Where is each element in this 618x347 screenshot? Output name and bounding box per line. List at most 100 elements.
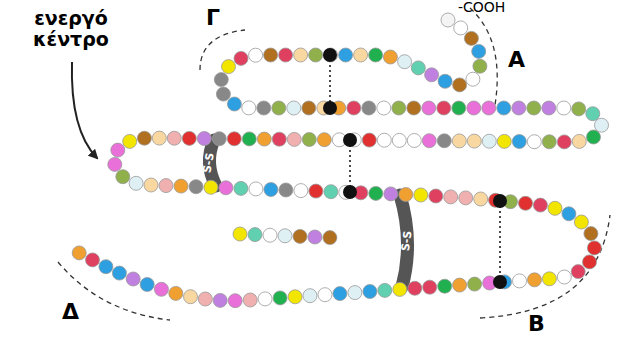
amino-acid — [287, 132, 301, 146]
amino-acid — [242, 132, 256, 146]
amino-acid — [497, 134, 511, 148]
amino-acid — [140, 278, 154, 292]
amino-acid — [444, 190, 458, 204]
amino-acid — [422, 134, 436, 148]
amino-acid — [213, 293, 227, 307]
amino-acid — [228, 294, 242, 308]
amino-acid — [464, 31, 478, 45]
amino-acid — [377, 101, 391, 115]
amino-acid — [392, 133, 406, 147]
pointer-arrow — [72, 62, 97, 158]
amino-acid — [468, 277, 482, 291]
amino-acid — [159, 179, 173, 193]
region-letter: Α — [508, 48, 525, 72]
amino-acid — [288, 290, 302, 304]
amino-acid — [293, 229, 307, 243]
amino-acid — [309, 184, 323, 198]
amino-acid — [154, 282, 168, 296]
amino-acid — [264, 48, 278, 62]
amino-acid — [482, 101, 496, 115]
amino-acid — [377, 133, 391, 147]
amino-acid — [234, 51, 248, 65]
hydrogen-bond — [330, 55, 500, 282]
amino-acid — [527, 135, 541, 149]
amino-acid — [467, 134, 481, 148]
amino-acid — [384, 187, 398, 201]
amino-acid — [562, 207, 576, 221]
amino-acid — [437, 134, 451, 148]
amino-acid — [302, 133, 316, 147]
amino-acid — [279, 183, 293, 197]
amino-acid — [348, 286, 362, 300]
amino-acid — [513, 274, 527, 288]
region-letter: Δ — [62, 300, 79, 324]
amino-acid — [167, 131, 181, 145]
amino-acid — [408, 281, 422, 295]
bond-atoms — [323, 48, 507, 289]
amino-acid — [263, 228, 277, 242]
amino-acid — [137, 131, 151, 145]
amino-acid — [317, 133, 331, 147]
amino-acid — [197, 132, 211, 146]
amino-acid — [272, 132, 286, 146]
amino-acid — [363, 285, 377, 299]
amino-acid — [572, 102, 586, 116]
amino-acid — [393, 282, 407, 296]
amino-acid — [227, 97, 241, 111]
amino-acid — [362, 101, 376, 115]
amino-acid — [574, 215, 588, 229]
amino-acid — [437, 101, 451, 115]
amino-acid — [273, 291, 287, 305]
amino-acid — [519, 196, 533, 210]
amino-acid — [414, 188, 428, 202]
amino-acid — [411, 61, 425, 75]
bridge-label: S-S — [400, 230, 415, 252]
amino-acid — [214, 73, 228, 87]
amino-acid — [542, 135, 556, 149]
amino-acid — [512, 135, 526, 149]
amino-acid — [466, 72, 480, 86]
amino-acid — [452, 134, 466, 148]
region-letter: Γ — [206, 6, 220, 30]
terminus-label: -COOH — [458, 0, 505, 15]
amino-acid — [126, 272, 140, 286]
amino-acid — [294, 48, 308, 62]
amino-acid — [258, 292, 272, 306]
amino-acid — [234, 181, 248, 195]
amino-acid — [333, 287, 347, 301]
amino-acid — [586, 107, 600, 121]
amino-acid — [533, 198, 547, 212]
amino-acid — [557, 135, 571, 149]
amino-acid — [587, 130, 601, 144]
amino-acid — [392, 101, 406, 115]
amino-acid — [303, 289, 317, 303]
amino-acid — [527, 101, 541, 115]
amino-acid — [318, 288, 332, 302]
amino-acid — [249, 48, 263, 62]
amino-acid — [323, 231, 337, 245]
amino-acid — [407, 101, 421, 115]
amino-acid-chain — [72, 13, 608, 308]
amino-acid — [548, 201, 562, 215]
amino-acid — [324, 48, 338, 62]
amino-acid — [452, 101, 466, 115]
amino-acid — [216, 87, 230, 101]
amino-acid — [473, 59, 487, 73]
callout-text: ενεργό κέντρο — [6, 8, 136, 50]
amino-acid — [257, 132, 271, 146]
amino-acid — [407, 134, 421, 148]
amino-acid — [572, 134, 586, 148]
amino-acid — [116, 170, 130, 184]
amino-acid — [248, 228, 262, 242]
amino-acid — [108, 157, 122, 171]
amino-acid — [542, 272, 556, 286]
amino-acid — [324, 185, 338, 199]
amino-acid — [369, 48, 383, 62]
amino-acid — [595, 118, 609, 132]
amino-acid — [278, 229, 292, 243]
amino-acid — [174, 179, 188, 193]
amino-acid — [429, 189, 443, 203]
amino-acid — [169, 286, 183, 300]
amino-acid — [472, 44, 486, 58]
